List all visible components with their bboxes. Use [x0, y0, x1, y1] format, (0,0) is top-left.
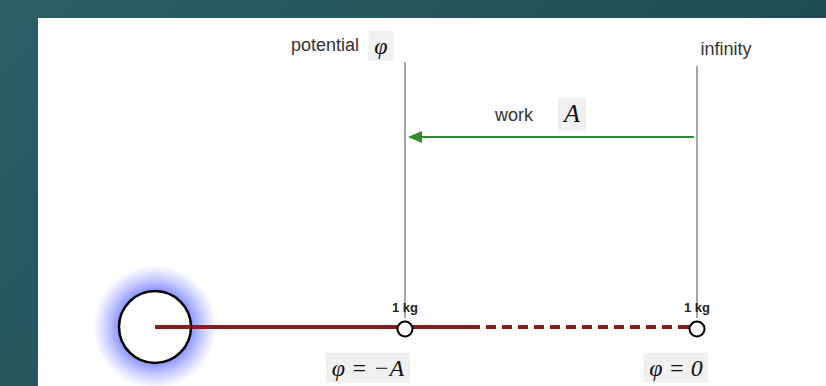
mass-label: 1 kg	[684, 301, 710, 315]
potential-line	[404, 62, 406, 318]
arrow-label: work	[495, 106, 533, 126]
formula-label: φ = −A	[326, 353, 410, 383]
radius-line	[155, 325, 470, 329]
radius-inner	[155, 325, 191, 329]
mass-label: 1 kg	[392, 301, 418, 315]
test-mass	[690, 322, 705, 337]
symbol-label: A	[558, 98, 586, 131]
infinity-line	[696, 66, 698, 318]
test-mass	[398, 322, 413, 337]
work-arrow	[420, 136, 694, 138]
planet-circle	[119, 291, 191, 363]
radius-dashed	[470, 325, 688, 329]
formula-label: φ = 0	[643, 353, 708, 383]
axis-label: infinity	[700, 40, 751, 60]
symbol-label: φ	[368, 31, 393, 61]
work-arrowhead	[408, 131, 422, 143]
axis-label: potential	[291, 36, 359, 56]
